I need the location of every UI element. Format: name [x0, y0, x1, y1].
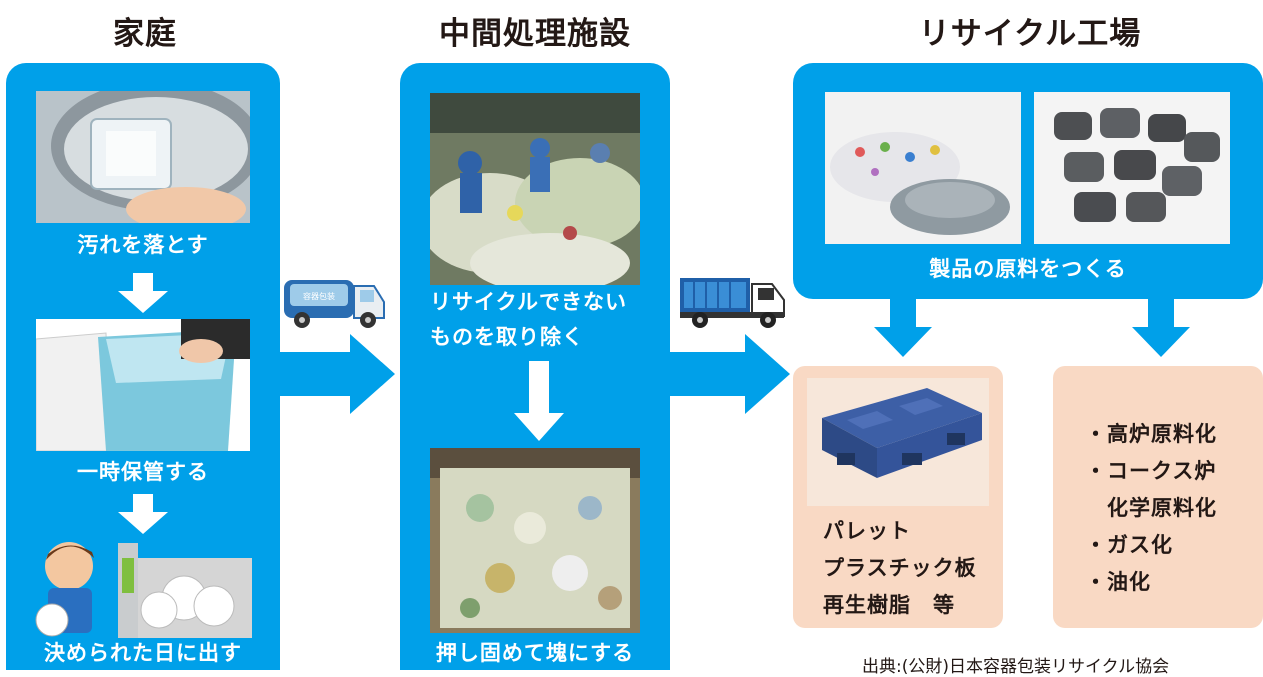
sorting-line-photo [430, 93, 640, 285]
product-pallet-label: パレット [823, 519, 911, 543]
packer-truck-icon: 容器包装 [284, 280, 385, 328]
intermediate-facility-heading: 中間処理施設 [439, 16, 631, 52]
flow-arrow-right-icon [280, 334, 395, 414]
truck-sign-text: 容器包装 [303, 291, 335, 301]
household-panel: 汚れを落とす 一時保管する 決められた [6, 63, 280, 670]
product-plastic-board-label: プラスチック板 [823, 556, 977, 580]
washing-container-photo [36, 91, 250, 223]
compressed-bale-photo [430, 448, 640, 633]
down-arrow-icon [118, 273, 168, 313]
plastic-pellets-photo [825, 92, 1021, 244]
step-remove-dirt-label: 汚れを落とす [77, 233, 209, 257]
recycling-factory-panel: 製品の原料をつくる [793, 63, 1263, 299]
step-temporary-storage-label: 一時保管する [77, 460, 209, 484]
material-recycling-products-box: パレット プラスチック板 再生樹脂 等 [793, 366, 1003, 628]
step-put-out-on-designated-day-label: 決められた日に出す [44, 641, 242, 665]
storage-bin-photo [36, 319, 250, 451]
source-credit: 出典:(公財)日本容器包装リサイクル協会 [862, 657, 1170, 677]
intermediate-facility-panel: リサイクルできない ものを取り除く 押し固めて塊にする [400, 63, 670, 670]
product-recycled-resin-label: 再生樹脂 等 [823, 593, 955, 617]
dump-truck-icon [680, 278, 785, 328]
step-remove-non-recyclables-label: リサイクルできない ものを取り除く [430, 290, 627, 349]
method-coke-oven-label: ・コークス炉 化学原料化 [1085, 459, 1217, 520]
down-arrow-icon [514, 361, 564, 441]
recycling-factory-heading: リサイクル工場 [918, 16, 1142, 52]
plastic-pallet-photo [807, 378, 989, 506]
down-arrow-icon [874, 299, 932, 357]
household-heading: 家庭 [113, 16, 177, 52]
step-make-raw-materials-label: 製品の原料をつくる [929, 257, 1127, 281]
flow-arrow-right-icon [670, 334, 790, 414]
method-liquefaction-label: ・油化 [1085, 570, 1151, 594]
method-gasification-label: ・ガス化 [1085, 533, 1173, 557]
down-arrow-icon [118, 494, 168, 534]
down-arrow-icon [1132, 299, 1190, 357]
garbage-day-illustration [34, 538, 252, 638]
step-compress-into-blocks-label: 押し固めて塊にする [435, 641, 635, 665]
method-blast-furnace-label: ・高炉原料化 [1085, 422, 1217, 446]
chemical-recycling-methods-box: ・高炉原料化 ・コークス炉 化学原料化 ・ガス化 ・油化 [1053, 366, 1263, 628]
agglomerate-blocks-photo [1034, 92, 1230, 244]
